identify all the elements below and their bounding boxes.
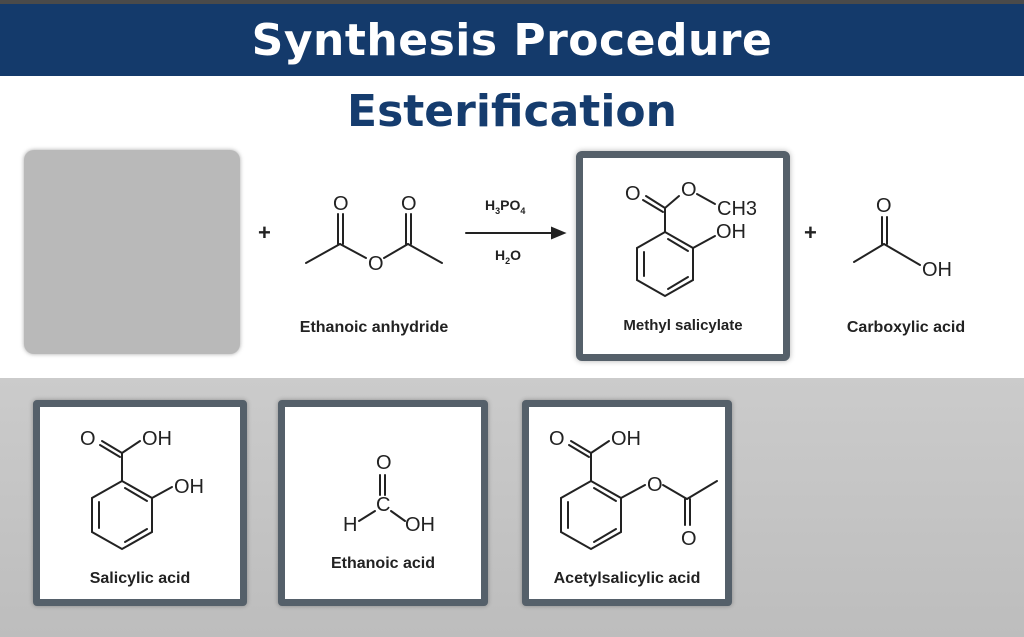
ethanoic-acid-label: Ethanoic acid: [330, 555, 436, 572]
option-card-salicylic-acid[interactable]: O OH OH Salicylic acid: [33, 400, 247, 606]
ethanoic-anhydride-label: Ethanoic anhydride: [299, 319, 449, 336]
product-methyl-salicylate: O O CH3 OH Methyl salicylate: [576, 151, 790, 361]
option-card-acetylsalicylic-acid[interactable]: O OH O O Acetylsalicylic acid: [522, 400, 732, 606]
atom-o: O: [549, 428, 565, 450]
section-title: Esterification: [347, 86, 677, 137]
atom-c: C: [376, 494, 390, 516]
ethanoic-anhydride-structure: O O O: [305, 193, 443, 275]
reaction-arrow: [465, 226, 567, 240]
atom-h: H: [343, 514, 357, 536]
atom-o: O: [376, 452, 392, 474]
salicylic-acid-structure: O OH OH: [80, 428, 204, 551]
hydroxyl-group: OH: [142, 428, 172, 450]
atom-o: O: [681, 528, 697, 550]
acetylsalicylic-acid-structure: O OH O O: [549, 428, 718, 551]
option-card-ethanoic-acid[interactable]: O C H OH Ethanoic acid: [278, 400, 488, 606]
atom-o: O: [625, 183, 641, 205]
hydroxyl-group: OH: [174, 476, 204, 498]
top-strip: [0, 0, 1024, 4]
methyl-salicylate-structure: O O CH3 OH: [625, 179, 757, 298]
ethanoic-acid-structure: O C H OH: [343, 452, 435, 536]
catalyst-label: H3PO4: [485, 197, 526, 216]
carboxylic-acid-label: Carboxylic acid: [846, 319, 966, 336]
plus-sign: +: [804, 220, 817, 245]
methyl-salicylate-label: Methyl salicylate: [623, 317, 743, 334]
hydroxyl-group: OH: [716, 221, 746, 243]
atom-o: O: [80, 428, 96, 450]
hydroxyl-group: OH: [405, 514, 435, 536]
atom-o: O: [876, 195, 892, 217]
reactant-drop-slot[interactable]: [24, 150, 240, 354]
hydroxyl-group: OH: [611, 428, 641, 450]
atom-o: O: [368, 253, 384, 275]
acetylsalicylic-acid-label: Acetylsalicylic acid: [553, 570, 701, 587]
salicylic-acid-label: Salicylic acid: [89, 570, 191, 587]
carboxylic-acid-structure: O OH: [853, 195, 952, 281]
solvent-label: H2O: [495, 247, 522, 266]
page-title: Synthesis Procedure: [0, 4, 1024, 76]
atom-o: O: [647, 474, 663, 496]
atom-o: O: [333, 193, 349, 215]
plus-sign: +: [258, 220, 271, 245]
atom-o: O: [401, 193, 417, 215]
hydroxyl-group: OH: [922, 259, 952, 281]
atom-o: O: [681, 179, 697, 201]
methyl-group: CH3: [717, 198, 757, 220]
